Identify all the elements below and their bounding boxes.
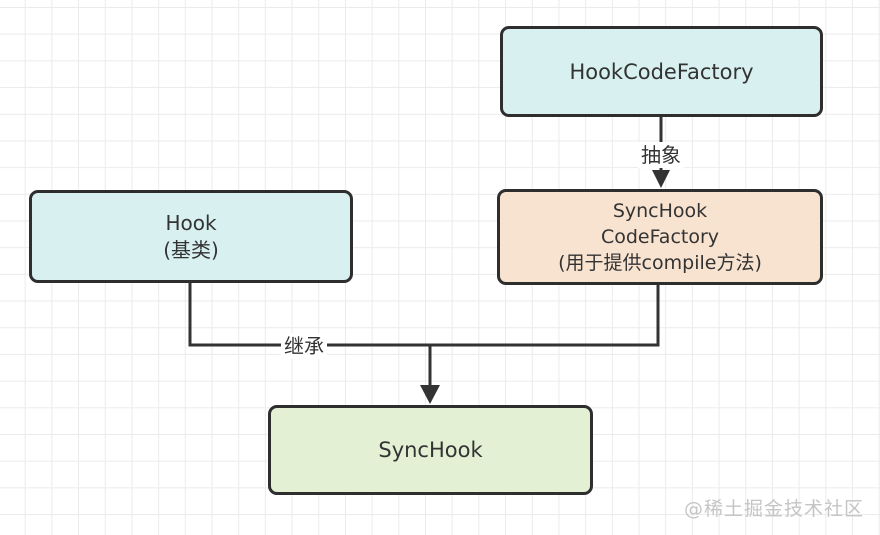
node-hook: Hook (基类) (29, 190, 353, 283)
node-hook-label: Hook (165, 210, 217, 235)
edge-inherit-arrowhead-icon (420, 385, 440, 404)
edge-inherit-bus-line (188, 283, 660, 347)
watermark: @稀土掘金技术社区 (683, 498, 864, 520)
node-hook-code-factory: HookCodeFactory (500, 26, 823, 117)
edge-abstract-arrowhead-icon (652, 170, 670, 188)
node-sync-hook-code-factory-sublabel: (用于提供compile方法) (558, 252, 762, 274)
node-sync-hook: SyncHook (268, 405, 593, 495)
node-hook-code-factory-label: HookCodeFactory (569, 59, 754, 84)
node-sync-hook-code-factory: SyncHook CodeFactory (用于提供compile方法) (497, 189, 823, 285)
node-sync-hook-code-factory-label-line2: CodeFactory (600, 226, 720, 248)
node-sync-hook-code-factory-label-line1: SyncHook (612, 200, 708, 222)
edge-label-abstract: 抽象 (638, 142, 684, 168)
node-hook-sublabel: (基类) (163, 237, 219, 262)
edge-label-inherit: 继承 (281, 333, 327, 359)
node-sync-hook-label: SyncHook (378, 438, 483, 462)
